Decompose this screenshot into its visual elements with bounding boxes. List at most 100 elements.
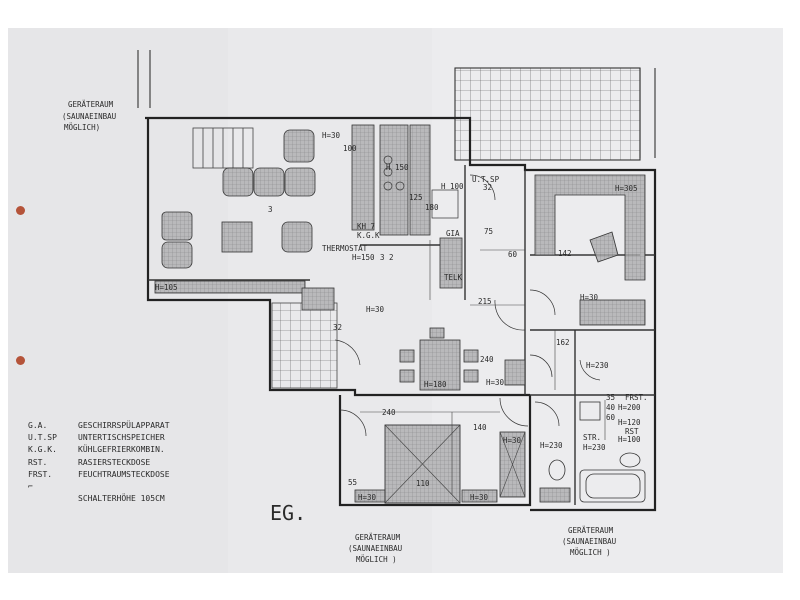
annotation: 32 bbox=[333, 323, 342, 332]
chimney bbox=[301, 287, 335, 311]
room-label-line: GERÄTERAUM bbox=[355, 533, 401, 542]
annotation: STR. bbox=[583, 433, 601, 442]
legend-value: FEUCHTRAUMSTECKDOSE bbox=[78, 469, 170, 479]
annotation: H=30 bbox=[486, 378, 505, 387]
annotation: H=30 bbox=[503, 436, 522, 445]
annotation: 60 bbox=[606, 413, 616, 422]
terrace-tiles bbox=[271, 302, 338, 389]
annotation: H=30 bbox=[322, 131, 341, 140]
room-label-line: (SAUNAEINBAU bbox=[62, 112, 116, 121]
annotation: 3 2 bbox=[380, 253, 394, 262]
legend-row: G.A. GESCHIRRSPÜLAPPARAT bbox=[28, 420, 170, 432]
legend-row: FRST. FEUCHTRAUMSTECKDOSE bbox=[28, 469, 170, 481]
annotation: H=200 bbox=[618, 403, 641, 412]
annotation: H=30 bbox=[366, 305, 385, 314]
radiator-left bbox=[154, 280, 306, 294]
annotation: 55 bbox=[348, 478, 357, 487]
room-label-geraeteraum-bottom-left: GERÄTERAUM (SAUNAEINBAU MÖGLICH ) bbox=[348, 533, 402, 564]
annotation: H 150 bbox=[386, 163, 409, 172]
dining-table bbox=[399, 327, 526, 391]
staircase bbox=[192, 127, 254, 169]
bedroom-bed bbox=[354, 424, 526, 504]
hall-cabinet bbox=[579, 299, 646, 326]
annotation: 110 bbox=[416, 479, 430, 488]
annotation: 60 bbox=[508, 250, 518, 259]
annotation: RST bbox=[625, 427, 639, 436]
annotation: 100 bbox=[343, 144, 357, 153]
annotation: H=230 bbox=[586, 361, 609, 370]
plan-annotations: H=30 100 H 150 H 100 U.T.SP H=305 32 3 K… bbox=[155, 131, 648, 502]
legend-key: ⌐ bbox=[28, 482, 33, 492]
dimension-lines bbox=[360, 240, 640, 495]
punch-hole-icon bbox=[16, 206, 25, 215]
annotation: 35 bbox=[606, 393, 615, 402]
annotation: KH 7 bbox=[357, 222, 375, 231]
legend-key: G.A. bbox=[28, 421, 48, 430]
annotation: 40 bbox=[606, 403, 616, 412]
room-label-line: (SAUNAEINBAU bbox=[348, 544, 402, 553]
room-label-line: GERÄTERAUM bbox=[568, 526, 614, 535]
legend-key: FRST. bbox=[28, 469, 53, 479]
legend-row: K.G.K. KÜHLGEFRIERKOMBIN. bbox=[28, 444, 170, 456]
room-label-geraeteraum-bottom-right: GERÄTERAUM (SAUNAEINBAU MÖGLICH ) bbox=[562, 526, 616, 557]
annotation: H=120 bbox=[618, 418, 641, 427]
annotation: 240 bbox=[382, 408, 396, 417]
annotation: K.G.K bbox=[357, 231, 380, 240]
punch-hole-icon bbox=[16, 356, 25, 365]
outer-walls bbox=[145, 116, 657, 512]
annotation: H=305 bbox=[615, 184, 638, 193]
annotation: 180 bbox=[425, 203, 439, 212]
annotation: U.T.SP bbox=[472, 175, 500, 184]
annotation: H=180 bbox=[424, 380, 447, 389]
room-label-geraeteraum-top: GERÄTERAUM (SAUNAEINBAU MÖGLICH) bbox=[62, 100, 116, 132]
legend-row: ⌐ bbox=[28, 481, 170, 493]
annotation: GIA bbox=[446, 229, 460, 238]
legend-key: RST. bbox=[28, 457, 48, 467]
legend-row: SCHALTERHÖHE 105CM bbox=[28, 493, 170, 505]
annotation: 75 bbox=[484, 227, 493, 236]
room-label-line: (SAUNAEINBAU bbox=[562, 537, 616, 546]
legend-key: U.T.SP bbox=[28, 433, 57, 443]
annotation: 125 bbox=[409, 193, 423, 202]
annotation: 215 bbox=[478, 297, 492, 306]
doors bbox=[334, 174, 601, 437]
legend-value: GESCHIRRSPÜLAPPARAT bbox=[78, 421, 170, 430]
floor-label: EG. bbox=[270, 501, 306, 525]
annotation: H=30 bbox=[470, 493, 489, 502]
annotation: TELK bbox=[444, 273, 463, 282]
room-label-line: MÖGLICH ) bbox=[570, 548, 611, 557]
annotation: H 100 bbox=[441, 182, 464, 191]
annotation: H=100 bbox=[618, 435, 641, 444]
legend-value: SCHALTERHÖHE 105CM bbox=[78, 494, 165, 504]
annotation: 142 bbox=[558, 249, 572, 258]
annotation: H=30 bbox=[580, 293, 599, 302]
annotation: FRST. bbox=[625, 393, 648, 402]
corner-bench bbox=[534, 174, 646, 281]
legend: G.A. GESCHIRRSPÜLAPPARAT U.T.SP UNTERTISCHS… bbox=[28, 420, 170, 505]
legend-row: U.T.SP UNTERTISCHSPEICHER bbox=[28, 432, 170, 444]
annotation: THERMOSTAT bbox=[322, 244, 368, 253]
room-label-line: GERÄTERAUM bbox=[68, 100, 114, 109]
annotation: H=105 bbox=[155, 283, 178, 292]
annotation: 162 bbox=[556, 338, 570, 347]
annotation: 140 bbox=[473, 423, 487, 432]
legend-value: RASIERSTECKDOSE bbox=[78, 457, 151, 467]
annotation: 240 bbox=[480, 355, 494, 364]
annotation: 3 bbox=[268, 205, 273, 214]
legend-value: KÜHLGEFRIERKOMBIN. bbox=[78, 445, 165, 455]
bathroom-fixtures bbox=[539, 401, 646, 503]
annotation: H=230 bbox=[540, 441, 563, 450]
living-furniture bbox=[161, 129, 316, 269]
kitchen-counter bbox=[351, 124, 463, 289]
site-boundary bbox=[137, 50, 656, 161]
annotation: H=30 bbox=[358, 493, 377, 502]
legend-value: UNTERTISCHSPEICHER bbox=[78, 433, 165, 443]
kitchen-appliances bbox=[383, 155, 459, 219]
legend-key bbox=[28, 493, 78, 505]
annotation: H=150 bbox=[352, 253, 375, 262]
annotation: H=230 bbox=[583, 443, 606, 452]
room-label-line: MÖGLICH) bbox=[64, 123, 100, 132]
legend-key: K.G.K. bbox=[28, 445, 57, 455]
room-label-line: MÖGLICH ) bbox=[356, 555, 397, 564]
